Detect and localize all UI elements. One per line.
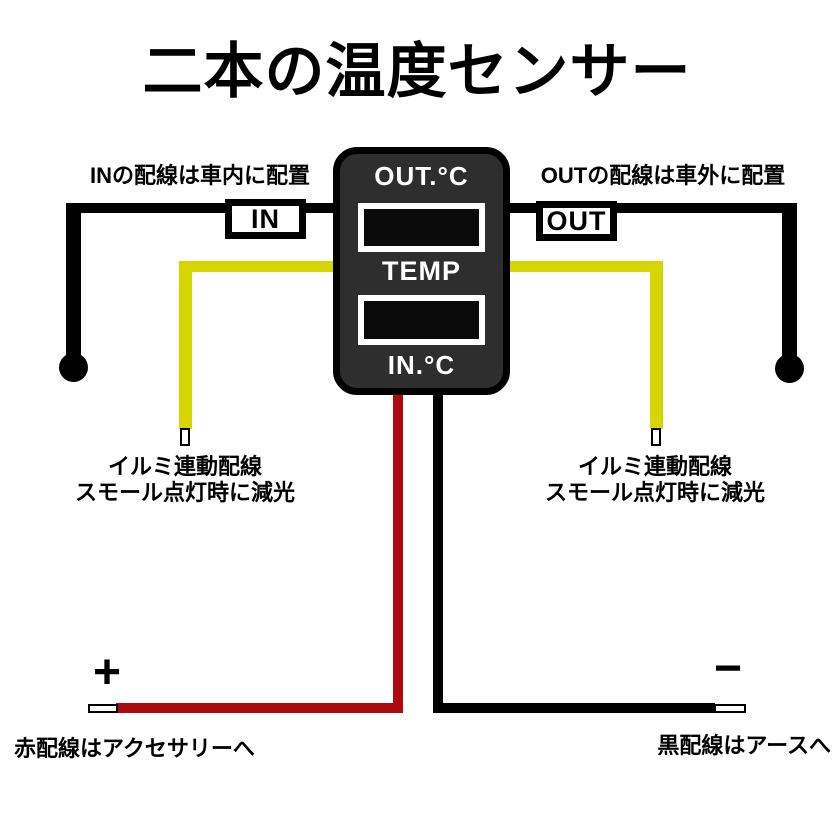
illumi-note-right-line1: イルミ連動配線 xyxy=(577,454,732,479)
illumi-note-left: イルミ連動配線 スモール点灯時に減光 xyxy=(55,454,315,506)
note-out-placement: OUTの配線は車外に配置 xyxy=(540,163,786,188)
plus-symbol: + xyxy=(92,646,122,699)
wire-black-left-vertical xyxy=(66,203,81,368)
page-title: 二本の温度センサー xyxy=(142,37,692,107)
note-in-placement: INの配線は車内に配置 xyxy=(89,163,310,188)
wire-black-left-horizontal xyxy=(66,203,333,213)
device-label-temp: TEMP xyxy=(381,256,461,286)
device-label-in-c: IN.°C xyxy=(387,350,456,380)
connector-tip-red xyxy=(88,704,118,713)
connector-tip-black xyxy=(714,704,746,713)
minus-symbol: − xyxy=(713,642,743,695)
illumi-note-right-line2: スモール点灯時に減光 xyxy=(544,480,765,505)
wire-yellow-right-vertical xyxy=(650,261,663,429)
wire-red-vertical xyxy=(393,392,403,713)
in-tag-label: IN xyxy=(251,203,280,234)
temp-gauge-device: OUT.°C TEMP IN.°C xyxy=(333,147,510,395)
in-tag-box: IN xyxy=(225,199,306,239)
wire-red-horizontal xyxy=(116,703,403,713)
out-tag-box: OUT xyxy=(536,201,617,241)
illumi-note-right: イルミ連動配線 スモール点灯時に減光 xyxy=(525,454,785,506)
wire-black-right-horizontal xyxy=(510,203,797,213)
sensor-bulb-left xyxy=(59,353,88,382)
wire-black-bottom-horizontal xyxy=(433,703,715,713)
note-red-accessory: 赤配線はアクセサリーへ xyxy=(14,736,255,761)
wire-black-right-vertical xyxy=(782,203,797,369)
display-window-top xyxy=(358,203,485,252)
wire-yellow-left-horizontal xyxy=(179,261,333,272)
connector-tip-yellow-left xyxy=(180,428,190,446)
display-window-bottom xyxy=(358,295,485,345)
sensor-bulb-right xyxy=(775,354,804,383)
note-black-ground: 黒配線はアースへ xyxy=(657,733,831,758)
wire-yellow-left-vertical xyxy=(179,261,192,429)
illumi-note-left-line1: イルミ連動配線 xyxy=(107,454,262,479)
wire-yellow-right-horizontal xyxy=(510,261,663,272)
device-label-out-c: OUT.°C xyxy=(374,161,469,191)
wire-black-center-vertical xyxy=(433,392,443,713)
illumi-note-left-line2: スモール点灯時に減光 xyxy=(74,480,295,505)
connector-tip-yellow-right xyxy=(651,428,661,446)
out-tag-label: OUT xyxy=(546,205,607,236)
